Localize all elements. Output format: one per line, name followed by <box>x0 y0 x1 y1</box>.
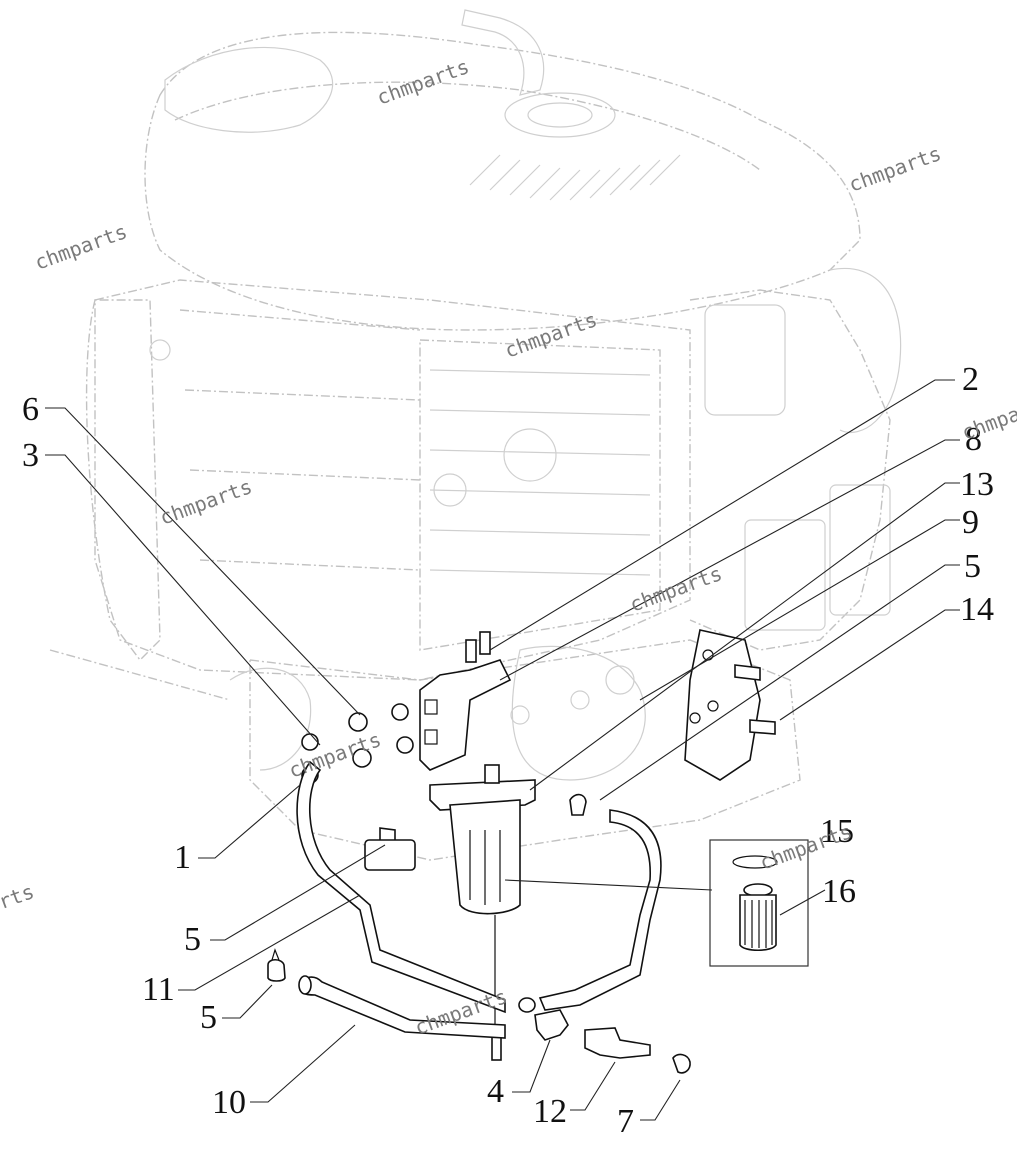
tee-fitting <box>534 1009 569 1041</box>
watermark: chmparts <box>157 474 256 529</box>
callout-12: 12 <box>533 1093 567 1130</box>
callout-1: 1 <box>174 839 191 876</box>
side-plate-bracket <box>684 629 761 781</box>
callout-numbers: 1 2 3 4 5 5 5 6 7 8 9 10 11 12 13 14 15 … <box>22 361 994 1140</box>
bolt <box>734 664 761 681</box>
callout-6: 6 <box>22 391 39 428</box>
callout-13: 13 <box>960 466 994 503</box>
cap-7 <box>672 1053 691 1074</box>
fuel-filter <box>429 764 536 1061</box>
filter-cartridge-16 <box>739 883 777 952</box>
watermark: chmparts <box>502 307 601 362</box>
callout-2: 2 <box>962 361 979 398</box>
watermark: chmparts <box>0 879 37 934</box>
fuel-hose-11 <box>296 760 506 1014</box>
callout-8: 8 <box>965 421 982 458</box>
callout-5: 5 <box>184 921 201 958</box>
hose-fitting <box>348 712 368 732</box>
callout-3: 3 <box>22 437 39 474</box>
leader-lines <box>45 379 960 1121</box>
callout-10: 10 <box>212 1084 246 1121</box>
watermark: chmparts <box>286 727 385 782</box>
callout-16: 16 <box>822 873 856 910</box>
watermark: chmparts <box>627 561 726 616</box>
bolt <box>465 639 477 663</box>
callout-15: 15 <box>820 813 854 850</box>
callout-4: 4 <box>487 1073 504 1110</box>
callout-5: 5 <box>964 548 981 585</box>
watermark: chmparts <box>846 141 945 196</box>
engine-ghost <box>49 9 902 861</box>
hose-fitting-12 <box>584 1027 651 1059</box>
mounting-bracket <box>419 659 512 771</box>
foreground-parts <box>267 629 776 1074</box>
callout-5: 5 <box>200 999 217 1036</box>
callout-9: 9 <box>962 504 979 541</box>
callout-14: 14 <box>960 591 994 628</box>
filter-element-inset <box>709 839 809 967</box>
hose-clamp-5 <box>267 958 286 982</box>
fuel-hose-right <box>538 809 662 1011</box>
callout-7: 7 <box>617 1103 634 1140</box>
watermark: chmparts <box>32 219 131 274</box>
o-ring-15 <box>732 855 778 869</box>
watermark: chmparts <box>374 54 473 109</box>
callout-11: 11 <box>142 971 175 1008</box>
